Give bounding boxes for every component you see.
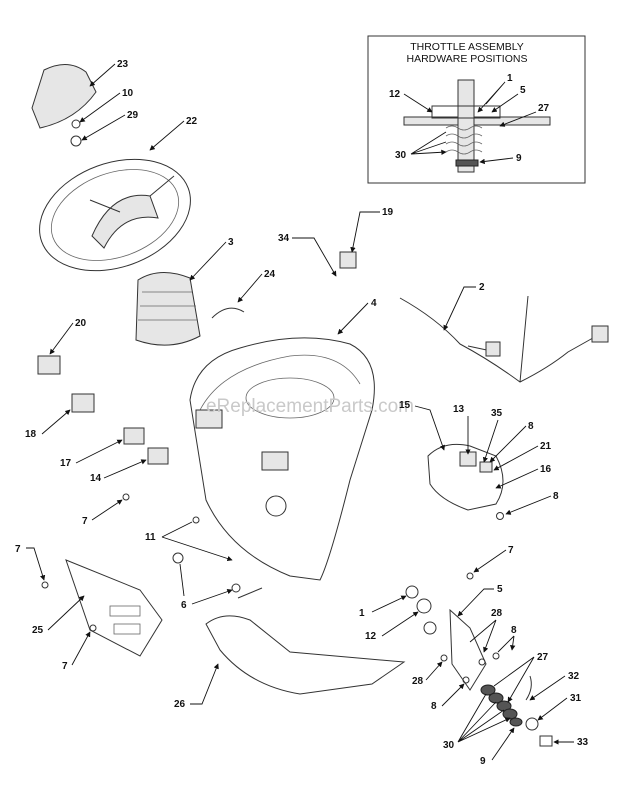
callout-8-top: 8 [528, 421, 534, 432]
nut-7-bottom [89, 624, 97, 632]
throttle-inset: THROTTLE ASSEMBLY HARDWARE POSITIONS 1 5… [367, 35, 586, 184]
clip-11 [192, 516, 200, 524]
callout-16: 16 [540, 464, 552, 475]
callout-2: 2 [479, 282, 485, 293]
callout-20: 20 [75, 318, 87, 329]
callout-1: 1 [359, 608, 365, 619]
callout-22: 22 [186, 116, 198, 127]
callout-5: 5 [497, 584, 503, 595]
washer-29 [70, 135, 82, 147]
callout-28-bottom: 28 [412, 676, 424, 687]
callout-labels: 23 10 29 22 3 34 19 24 2 4 20 18 15 13 3… [15, 59, 589, 767]
nut-7-mid [122, 493, 130, 501]
inset-callout-5: 5 [520, 85, 526, 96]
callout-32: 32 [568, 671, 580, 682]
callout-8-lower: 8 [511, 625, 517, 636]
inset-callout-30: 30 [395, 150, 407, 161]
inset-callout-27: 27 [538, 103, 550, 114]
callout-24: 24 [264, 269, 276, 280]
switch-17 [123, 427, 145, 445]
throttle-bracket [427, 443, 504, 511]
lower-bumper [205, 615, 406, 695]
dash-panel [189, 337, 375, 581]
inset-callout-12: 12 [389, 89, 401, 100]
nut-7-left [41, 581, 49, 589]
callout-8-bottom: 8 [431, 701, 437, 712]
callout-27: 27 [537, 652, 549, 663]
callout-31: 31 [570, 693, 582, 704]
callout-7-right: 7 [508, 545, 514, 556]
callout-34: 34 [278, 233, 290, 244]
callout-11: 11 [145, 532, 156, 543]
callout-21: 21 [540, 441, 552, 452]
watermark: eReplacementParts.com [206, 396, 414, 417]
steering-boot [135, 272, 201, 346]
callout-7-bottom: 7 [62, 661, 68, 672]
side-panel [65, 559, 163, 657]
callout-15: 15 [399, 400, 411, 411]
callout-7-mid: 7 [82, 516, 88, 527]
callout-35: 35 [491, 408, 503, 419]
throttle-shaft [457, 79, 475, 173]
callout-3: 3 [228, 237, 234, 248]
callout-12: 12 [365, 631, 377, 642]
callout-33: 33 [577, 737, 589, 748]
callout-29: 29 [127, 110, 139, 121]
callout-25: 25 [32, 625, 44, 636]
inset-callout-9: 9 [516, 153, 522, 164]
wiring-harness [399, 295, 601, 383]
inset-title-line2: HARDWARE POSITIONS [407, 53, 528, 65]
switch-18 [71, 393, 95, 413]
callout-4: 4 [371, 298, 377, 309]
callout-7-left: 7 [15, 544, 21, 555]
callout-19: 19 [382, 207, 394, 218]
nut-7-right [466, 572, 474, 580]
screw-6 [231, 583, 241, 593]
throttle-hardware-stack [405, 585, 553, 747]
callout-23: 23 [117, 59, 129, 70]
bolt-8-right [496, 512, 504, 520]
callout-26: 26 [174, 699, 186, 710]
inset-title-line1: THROTTLE ASSEMBLY [410, 41, 524, 53]
switch-19 [339, 251, 357, 269]
callout-6: 6 [181, 600, 187, 611]
switch-14 [147, 447, 169, 465]
callout-18: 18 [25, 429, 37, 440]
inset-spring-washers [445, 125, 483, 155]
cable-24 [211, 307, 245, 319]
callout-8-right: 8 [553, 491, 559, 502]
callout-14: 14 [90, 473, 102, 484]
callout-28-top: 28 [491, 608, 503, 619]
callout-17: 17 [60, 458, 72, 469]
callout-13: 13 [453, 404, 465, 415]
inset-callout-1: 1 [507, 73, 513, 84]
switch-20 [37, 355, 61, 375]
callout-10: 10 [122, 88, 134, 99]
inset-nut [455, 159, 479, 167]
callout-30: 30 [443, 740, 455, 751]
grommet-6 [172, 552, 184, 564]
horn-cap [31, 64, 97, 129]
callout-9: 9 [480, 756, 486, 767]
steering-wheel [39, 158, 191, 272]
screw-10 [71, 119, 81, 129]
